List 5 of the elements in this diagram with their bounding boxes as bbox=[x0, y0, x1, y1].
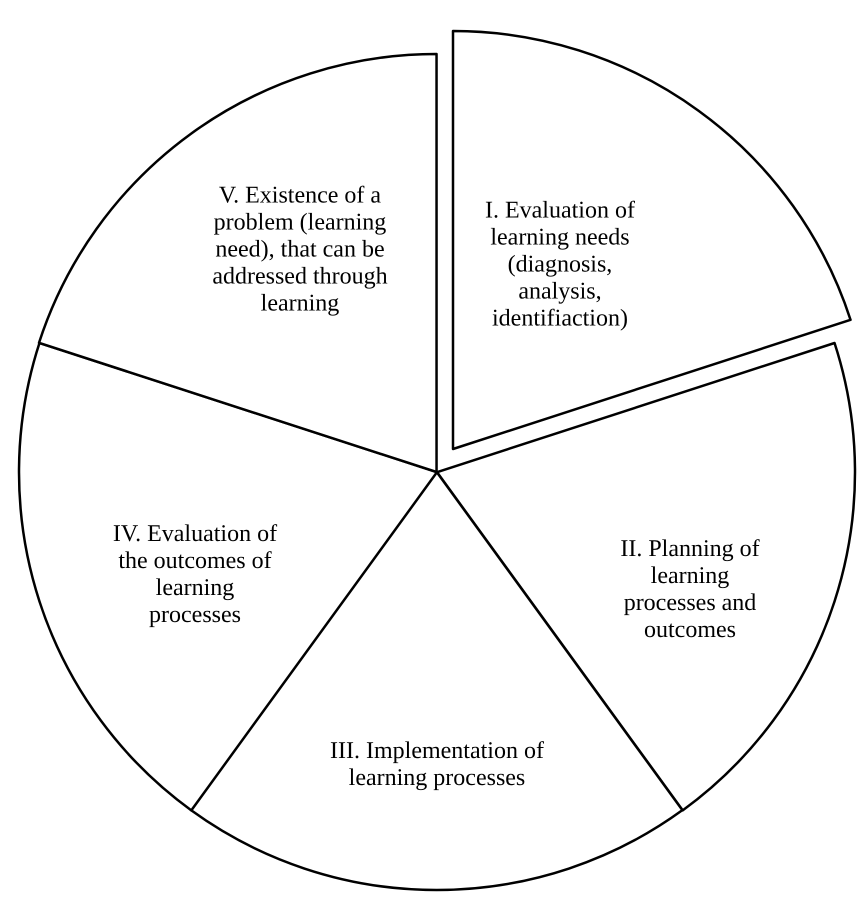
segment-label: I. Evaluation of learning needs (diagnosis, analysis, identifiaction) bbox=[484, 197, 636, 332]
segment-label: V. Existence of a problem (learning need), that can be addressed through learning bbox=[211, 182, 389, 318]
segment-label: IV. Evaluation of the outcomes of learning processes bbox=[112, 520, 278, 629]
segment-label: III. Implementation of learning processes bbox=[329, 738, 544, 792]
segment-label: II. Planning of learning processes and outcomes bbox=[619, 536, 761, 644]
